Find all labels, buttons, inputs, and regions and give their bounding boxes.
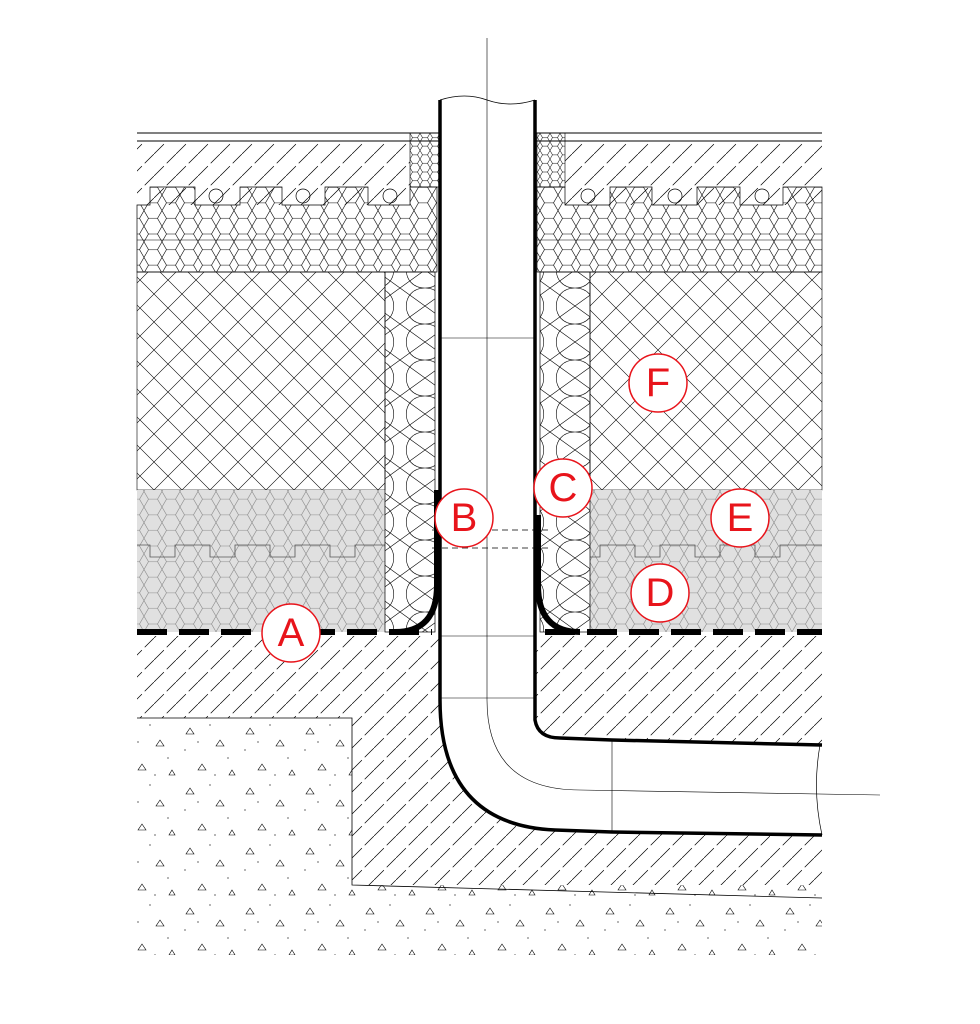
floor-finish-layers xyxy=(136,132,823,273)
label-c-text: C xyxy=(549,466,578,510)
label-b: B xyxy=(434,488,494,548)
label-e: E xyxy=(710,488,770,548)
grey-insulation-layer xyxy=(137,490,822,632)
label-b-text: B xyxy=(451,496,478,540)
label-d-text: D xyxy=(646,571,675,615)
label-d: D xyxy=(630,563,690,623)
label-a-text: A xyxy=(278,611,305,655)
mineral-wool-sleeve xyxy=(384,271,591,633)
label-a: A xyxy=(261,603,321,663)
label-f: F xyxy=(628,353,688,413)
label-f-text: F xyxy=(646,361,670,405)
label-e-text: E xyxy=(727,496,754,540)
label-c: C xyxy=(533,458,593,518)
pipe xyxy=(432,38,881,837)
